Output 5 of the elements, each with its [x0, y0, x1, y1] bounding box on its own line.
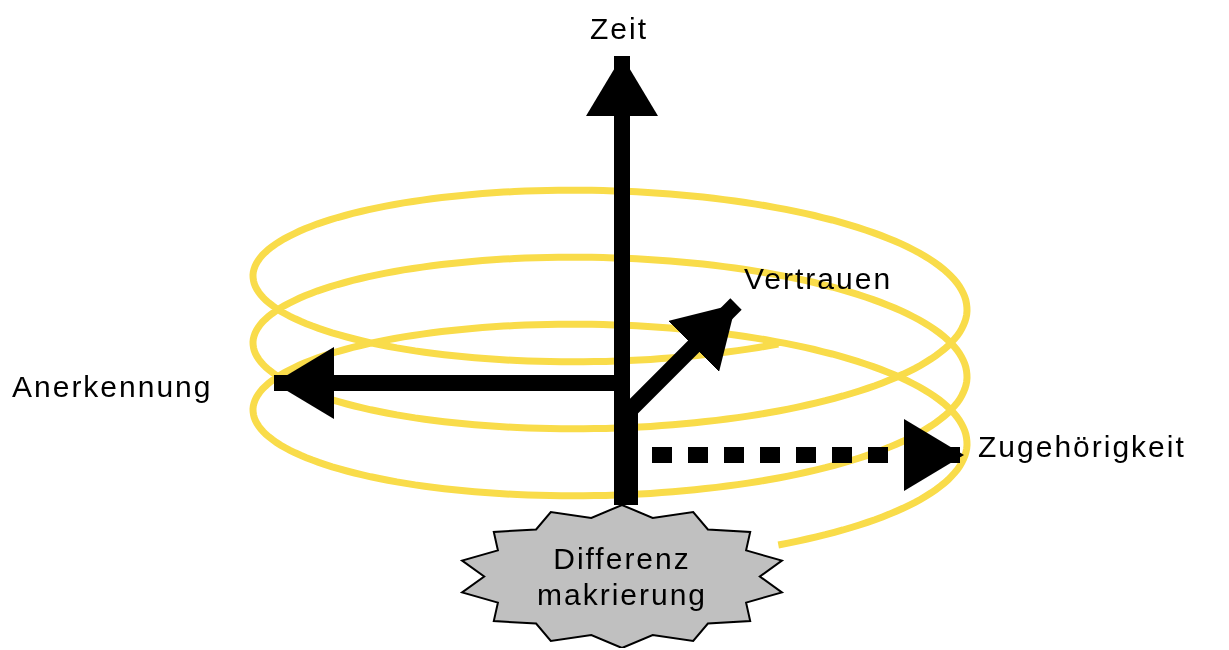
burst-label: Differenz makrierung: [535, 541, 709, 613]
axis-label: Zugehörigkeit: [978, 430, 1223, 466]
starburst-shape: [458, 505, 786, 648]
axis-label: Anerkennung: [12, 370, 248, 406]
axis-label: Zeit: [590, 12, 670, 48]
